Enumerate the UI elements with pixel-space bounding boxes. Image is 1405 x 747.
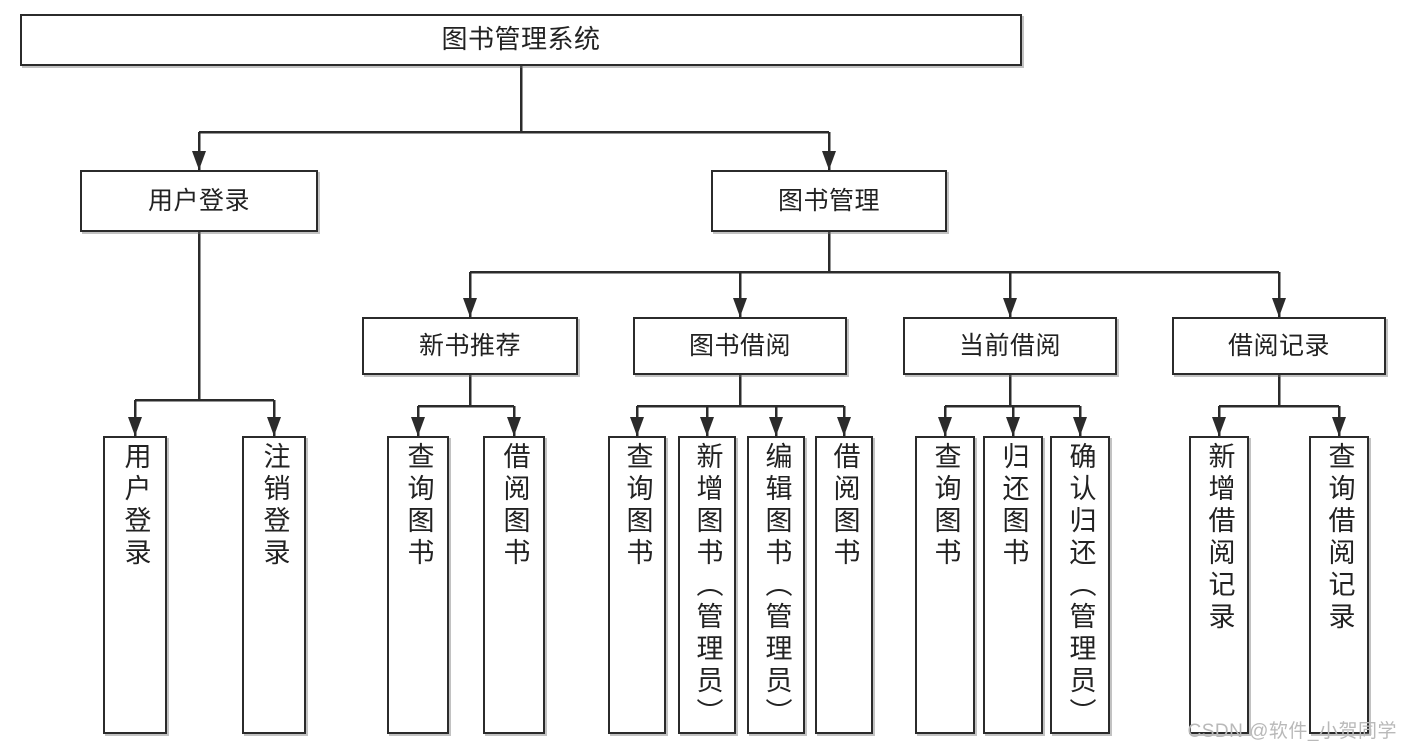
- leaf-add-book-admin[interactable]: 新增图书（管理员）: [678, 436, 736, 734]
- node-user-login[interactable]: 用户登录: [80, 170, 318, 232]
- node-label: 注销登录: [259, 442, 290, 570]
- node-label: 借阅图书: [829, 442, 860, 570]
- node-book-borrow[interactable]: 图书借阅: [633, 317, 847, 375]
- node-label: 查询图书: [622, 442, 653, 570]
- node-label: 新书推荐: [418, 332, 521, 360]
- node-label: 图书管理系统: [441, 24, 601, 55]
- leaf-query-book-new[interactable]: 查询图书: [387, 436, 449, 734]
- leaf-borrow-book-new[interactable]: 借阅图书: [483, 436, 545, 734]
- node-label: 图书借阅: [688, 332, 791, 360]
- node-label: 借阅图书: [499, 442, 530, 570]
- node-label: 查询图书: [403, 442, 434, 570]
- node-borrow-record[interactable]: 借阅记录: [1172, 317, 1386, 375]
- node-new-book-recommend[interactable]: 新书推荐: [362, 317, 578, 375]
- leaf-return-book[interactable]: 归还图书: [983, 436, 1043, 734]
- node-label: 当前借阅: [958, 332, 1061, 360]
- node-label: 新增图书（管理员）: [692, 442, 723, 730]
- node-label: 用户登录: [120, 442, 151, 570]
- node-label: 查询借阅记录: [1324, 442, 1355, 634]
- node-label: 归还图书: [998, 442, 1029, 570]
- leaf-confirm-return-admin[interactable]: 确认归还（管理员）: [1050, 436, 1110, 734]
- node-label: 借阅记录: [1227, 332, 1330, 360]
- node-book-management[interactable]: 图书管理: [711, 170, 947, 232]
- node-root-system[interactable]: 图书管理系统: [20, 14, 1022, 66]
- node-label: 查询图书: [930, 442, 961, 570]
- node-label: 新增借阅记录: [1204, 442, 1235, 634]
- leaf-borrow-book[interactable]: 借阅图书: [815, 436, 873, 734]
- leaf-query-book-current[interactable]: 查询图书: [915, 436, 975, 734]
- leaf-edit-book-admin[interactable]: 编辑图书（管理员）: [747, 436, 805, 734]
- leaf-query-borrow-record[interactable]: 查询借阅记录: [1309, 436, 1369, 734]
- node-label: 编辑图书（管理员）: [761, 442, 792, 730]
- leaf-add-borrow-record[interactable]: 新增借阅记录: [1189, 436, 1249, 734]
- leaf-query-book-borrow[interactable]: 查询图书: [608, 436, 666, 734]
- node-current-borrow[interactable]: 当前借阅: [903, 317, 1117, 375]
- leaf-user-login[interactable]: 用户登录: [103, 436, 167, 734]
- node-label: 用户登录: [147, 187, 250, 215]
- node-label: 图书管理: [777, 187, 880, 215]
- leaf-logout-login[interactable]: 注销登录: [242, 436, 306, 734]
- node-label: 确认归还（管理员）: [1065, 442, 1096, 730]
